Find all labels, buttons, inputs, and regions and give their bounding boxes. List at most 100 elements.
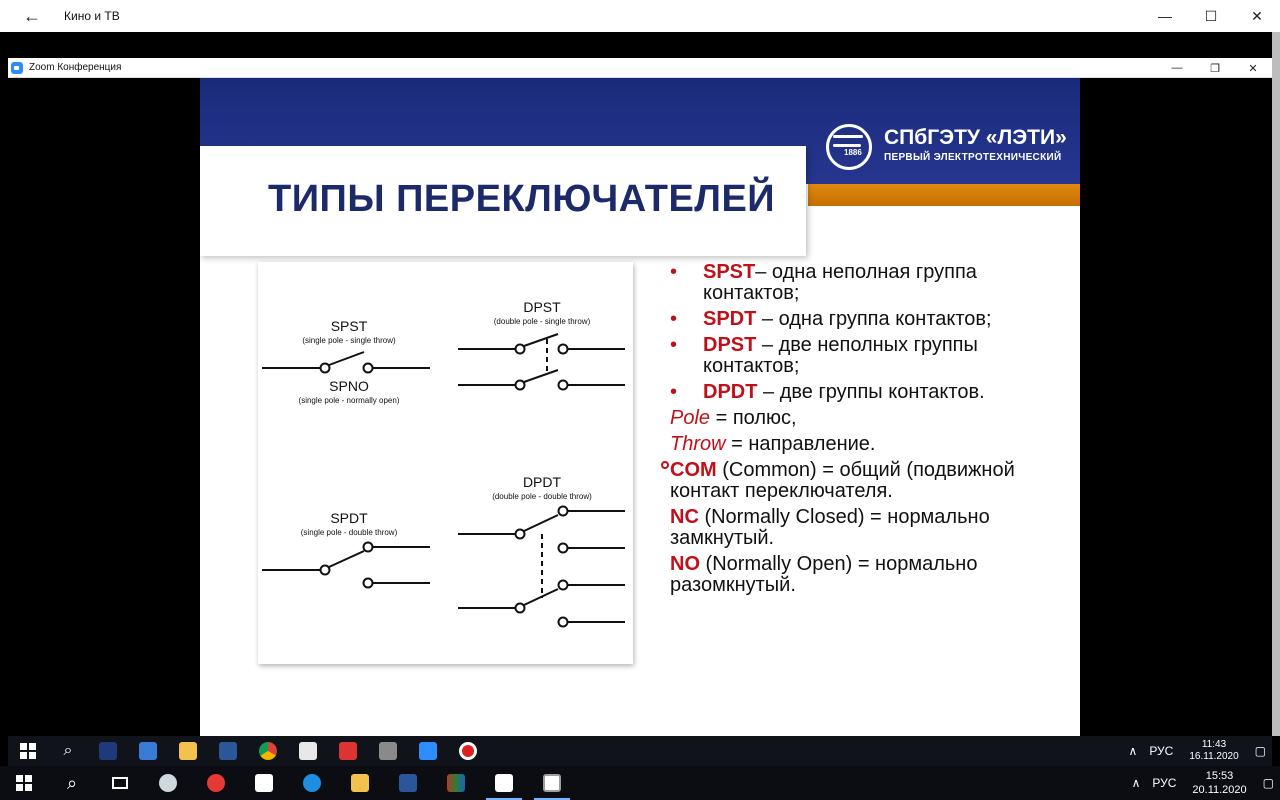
language-indicator[interactable]: РУС (1152, 776, 1177, 790)
back-button[interactable]: ← (0, 0, 64, 32)
definition-text: = полюс, (710, 407, 797, 429)
definition-pole: Pole = полюс, (670, 408, 1070, 429)
definition-keyword: NO (670, 553, 700, 575)
definition-keyword: Throw (670, 433, 726, 455)
minimize-button[interactable]: — (1142, 0, 1188, 32)
maximize-button[interactable]: ☐ (1188, 0, 1234, 32)
taskbar-clock[interactable]: 15:53 20.11.2020 (1182, 769, 1256, 797)
zoom-minimize-button[interactable]: — (1158, 58, 1196, 78)
laser-pointer-icon (661, 461, 669, 469)
dpst-output-terminal-2 (557, 379, 569, 391)
dpdt-sublabel: (double pole - double throw) (492, 492, 592, 501)
inner-record-icon (448, 736, 488, 766)
close-icon: ✕ (1251, 7, 1263, 24)
dpst-output-terminal-1 (557, 343, 569, 355)
taskbar-edge[interactable] (288, 766, 336, 800)
chevron-up-icon[interactable]: ∧ (1131, 776, 1141, 790)
spst-lever (328, 351, 365, 366)
slide-accent-band (808, 184, 1080, 206)
slide-text-area: • SPST– одна неполная группа контактов; … (670, 262, 1070, 601)
definition-text: (Common) = общий (подвижной контакт пере… (670, 459, 1015, 502)
inner-zoom-icon (408, 736, 448, 766)
start-button[interactable] (0, 766, 48, 800)
close-button[interactable]: ✕ (1234, 0, 1280, 32)
spdt-nc-terminal (362, 541, 374, 553)
arrow-left-icon: ← (23, 5, 41, 26)
taskbar-yandex-browser[interactable] (192, 766, 240, 800)
logo-subtitle: ПЕРВЫЙ ЭЛЕКТРОТЕХНИЧЕСКИЙ (884, 152, 1062, 163)
task-view-icon (112, 777, 128, 789)
window-scroll-edge (1272, 32, 1280, 736)
taskbar-store[interactable] (240, 766, 288, 800)
notification-icon[interactable]: ▢ (1262, 776, 1274, 790)
taskbar-app-1[interactable] (144, 766, 192, 800)
taskbar-photos[interactable] (528, 766, 576, 800)
outer-taskbar: ⌕ ∧ РУС 15:53 20.11.2020 ▢ (0, 766, 1280, 800)
minimize-icon: — (1158, 8, 1172, 24)
search-button[interactable]: ⌕ (48, 766, 96, 800)
outer-titlebar: ← Кино и ТВ — ☐ ✕ (0, 0, 1280, 32)
inner-app2-icon (288, 736, 328, 766)
dpdt-lever-1 (523, 514, 559, 532)
inner-date: 16.11.2020 (1189, 751, 1239, 762)
zoom-window-controls: — ❐ ✕ (1158, 58, 1272, 78)
bullet-text: – две неполных группы контактов; (703, 334, 978, 377)
definition-keyword: NC (670, 506, 699, 528)
inner-app4-icon (368, 736, 408, 766)
spno-label: SPNO (329, 378, 369, 394)
bullet-keyword: DPDT (703, 381, 758, 403)
clock-date: 20.11.2020 (1192, 784, 1247, 796)
photos-icon (543, 774, 561, 792)
zoom-close-button[interactable]: ✕ (1234, 58, 1272, 78)
spst-sublabel: (single pole - single throw) (302, 336, 396, 345)
inner-taskbar: ⌕ ∧ РУС 11:43 16.11.2020 ▢ (8, 736, 1272, 766)
dpdt-nc-terminal-2 (557, 579, 569, 591)
windows-logo-icon (16, 775, 32, 791)
spdt-no-terminal (362, 577, 374, 589)
slide-title-box (200, 146, 806, 256)
restore-icon: ❐ (1210, 62, 1220, 75)
taskbar-winrar[interactable] (432, 766, 480, 800)
search-icon: ⌕ (66, 772, 78, 793)
spst-output-terminal (362, 362, 374, 374)
dpdt-no-terminal-2 (557, 616, 569, 628)
yandex-browser-icon (207, 774, 225, 792)
dpst-lever-1 (523, 333, 559, 347)
switch-types-diagram: SPST (single pole - single throw) SPNO (… (258, 262, 633, 664)
close-icon: ✕ (1248, 62, 1258, 75)
spst-common-terminal (319, 362, 331, 374)
outer-window-controls: — ☐ ✕ (1142, 0, 1280, 32)
clapperboard-icon (495, 774, 513, 792)
university-logo: 1886 СПбГЭТУ «ЛЭТИ» ПЕРВЫЙ ЭЛЕКТРОТЕХНИЧ… (826, 122, 1067, 172)
logo-name: СПбГЭТУ «ЛЭТИ» (884, 126, 1067, 149)
zoom-app-icon (11, 61, 23, 74)
dpst-label: DPST (523, 299, 561, 315)
clock-time: 15:53 (1205, 770, 1234, 782)
bullet-dpst: • DPST – две неполных группы контактов; (670, 335, 1070, 377)
definition-keyword: COM (670, 459, 717, 481)
bullet-keyword: SPST (703, 261, 756, 283)
definition-throw: Throw = направление. (670, 434, 1070, 455)
bullet-text: – две группы контактов. (757, 381, 985, 403)
inner-clock: 11:43 16.11.2020 (1179, 739, 1248, 763)
taskbar-movies-tv[interactable] (480, 766, 528, 800)
task-view-button[interactable] (96, 766, 144, 800)
taskbar-word[interactable] (384, 766, 432, 800)
taskbar-explorer[interactable] (336, 766, 384, 800)
inner-chrome-icon (248, 736, 288, 766)
inner-powershell-icon (88, 736, 128, 766)
zoom-restore-button[interactable]: ❐ (1196, 58, 1234, 78)
bullet-marker: • (670, 308, 678, 330)
bullet-marker: • (670, 261, 678, 283)
bullet-text: – одна неполная группа контактов; (703, 261, 977, 304)
windows-logo-icon (20, 743, 36, 759)
outer-window-title: Кино и ТВ (64, 9, 120, 23)
dpdt-label: DPDT (523, 474, 562, 490)
bullet-keyword: DPST (703, 334, 757, 356)
dpst-common-terminal-1 (514, 343, 526, 355)
dpst-sublabel: (double pole - single throw) (494, 317, 591, 326)
maximize-icon: ☐ (1204, 7, 1218, 24)
inner-app3-icon (328, 736, 368, 766)
inner-start-button (8, 736, 48, 766)
definition-com: COM (Common) = общий (подвижной контакт … (670, 460, 1070, 502)
